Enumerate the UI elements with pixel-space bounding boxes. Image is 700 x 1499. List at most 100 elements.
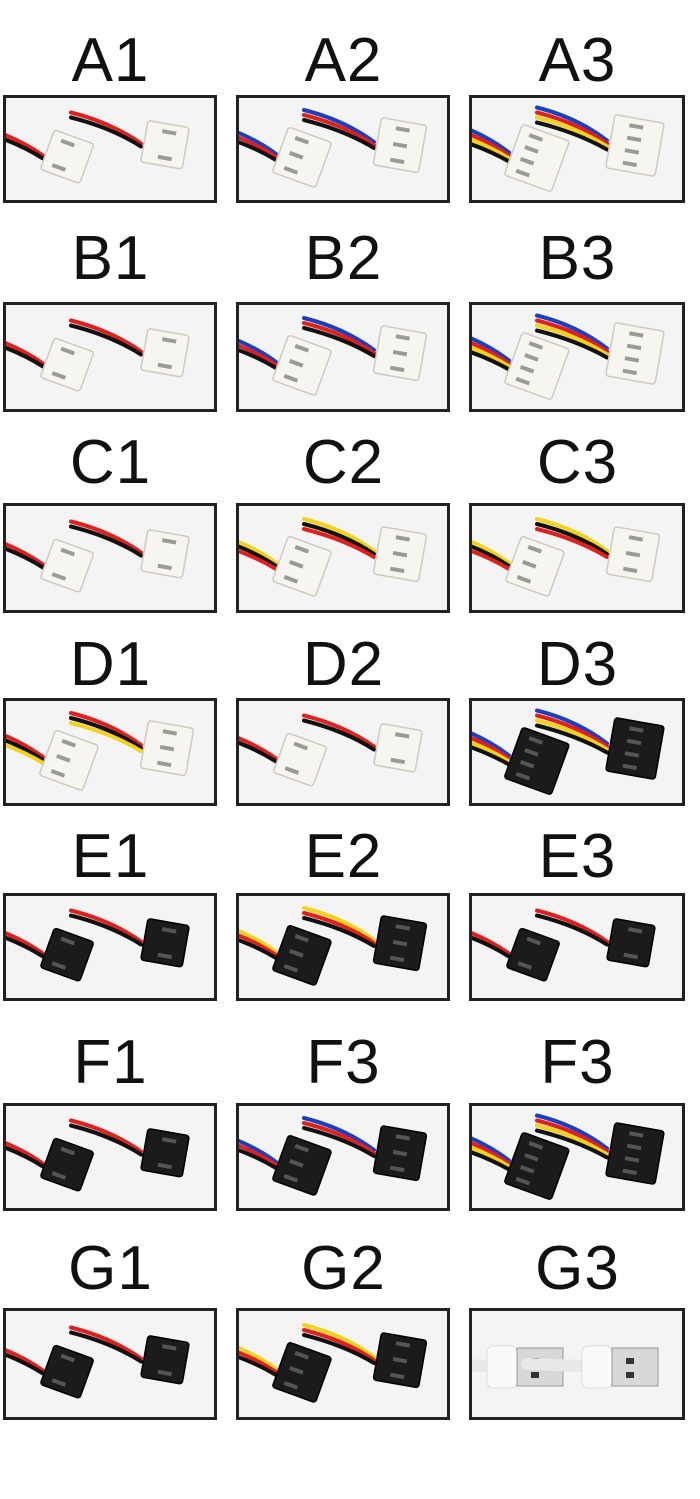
wire — [6, 542, 45, 567]
wire — [472, 133, 511, 158]
pin — [519, 1164, 535, 1174]
connector-label: D3 — [536, 630, 619, 699]
connector-photo — [472, 908, 656, 982]
connector-label: E3 — [538, 822, 617, 891]
wire — [239, 736, 278, 761]
pin — [395, 1341, 411, 1348]
pin — [626, 343, 642, 351]
pin — [395, 535, 411, 542]
pin — [283, 964, 299, 973]
connector-photo — [6, 519, 190, 593]
left-connector — [472, 536, 565, 597]
wire — [302, 321, 376, 355]
wire — [472, 128, 511, 155]
connector-label: B3 — [538, 224, 617, 293]
pin — [162, 927, 177, 934]
pin — [626, 738, 642, 746]
pin — [528, 133, 544, 142]
connector-photo — [6, 711, 195, 791]
pin — [389, 157, 405, 165]
pin — [516, 575, 532, 584]
pin — [515, 168, 531, 178]
wire — [69, 323, 143, 357]
pin — [61, 738, 77, 748]
wire — [472, 549, 511, 571]
wire — [302, 1328, 376, 1362]
wire — [6, 1141, 45, 1166]
pin — [625, 550, 641, 558]
usb-cable — [472, 1359, 493, 1372]
left-connector — [6, 1137, 94, 1192]
pin — [157, 952, 172, 960]
wire — [302, 1121, 376, 1155]
connector-housing — [140, 328, 190, 378]
connector-photo-frame — [236, 302, 450, 412]
connector-photo — [472, 708, 665, 795]
wire — [302, 113, 376, 147]
connector-photo-frame — [236, 1103, 450, 1211]
connector-housing — [140, 529, 190, 579]
usb-metal-shell — [611, 1347, 659, 1387]
connector-housing — [504, 124, 570, 192]
wire — [69, 115, 143, 149]
wire — [535, 313, 609, 351]
left-connector — [472, 332, 570, 400]
wire — [535, 723, 609, 755]
connector-housing — [40, 337, 94, 392]
pin — [289, 359, 304, 368]
wire — [302, 118, 376, 150]
wire — [6, 341, 45, 366]
right-connector — [302, 316, 428, 382]
wire — [69, 1118, 143, 1154]
connector-photo — [239, 1116, 428, 1196]
left-connector — [239, 335, 332, 396]
connector-housing — [140, 120, 190, 170]
pin — [624, 751, 640, 758]
pin — [519, 156, 535, 166]
wire — [6, 1348, 45, 1373]
wire — [302, 911, 376, 945]
wire — [6, 743, 45, 765]
pin — [60, 1353, 76, 1363]
connector-photo — [239, 1323, 428, 1403]
connector-photo — [239, 316, 428, 396]
wire — [239, 1148, 278, 1170]
connector-photo — [239, 713, 423, 787]
pin — [519, 759, 535, 769]
pin — [524, 1153, 539, 1162]
connector-photo — [6, 110, 190, 184]
connector-photo-frame — [3, 1308, 217, 1420]
pin — [623, 952, 638, 960]
pin — [157, 1162, 172, 1170]
connector-housing — [273, 732, 327, 787]
usb-slot — [531, 1372, 539, 1378]
pin — [395, 732, 410, 739]
connector-photo — [6, 1118, 190, 1192]
pin — [294, 343, 310, 353]
wire — [472, 345, 511, 369]
usb-slot — [626, 1372, 634, 1378]
pin — [628, 927, 643, 934]
connector-photo — [239, 108, 428, 188]
wire — [535, 110, 609, 146]
left-connector — [239, 127, 332, 188]
right-connector — [69, 1118, 190, 1178]
right-connector — [535, 708, 665, 780]
connector-photo-frame — [469, 1103, 685, 1211]
pin — [628, 535, 644, 542]
wire — [6, 931, 45, 956]
right-connector — [302, 517, 428, 583]
wire — [535, 1113, 609, 1151]
pin — [60, 138, 76, 148]
wire — [535, 318, 609, 354]
right-connector — [302, 1116, 428, 1182]
wire — [6, 935, 45, 959]
connector-photo-frame — [469, 302, 685, 412]
wire — [472, 341, 511, 366]
wire — [302, 517, 376, 553]
pin — [162, 129, 177, 136]
wire — [69, 908, 143, 944]
connector-housing — [504, 1132, 570, 1200]
pin — [395, 126, 411, 133]
connector-label: A2 — [304, 26, 383, 95]
